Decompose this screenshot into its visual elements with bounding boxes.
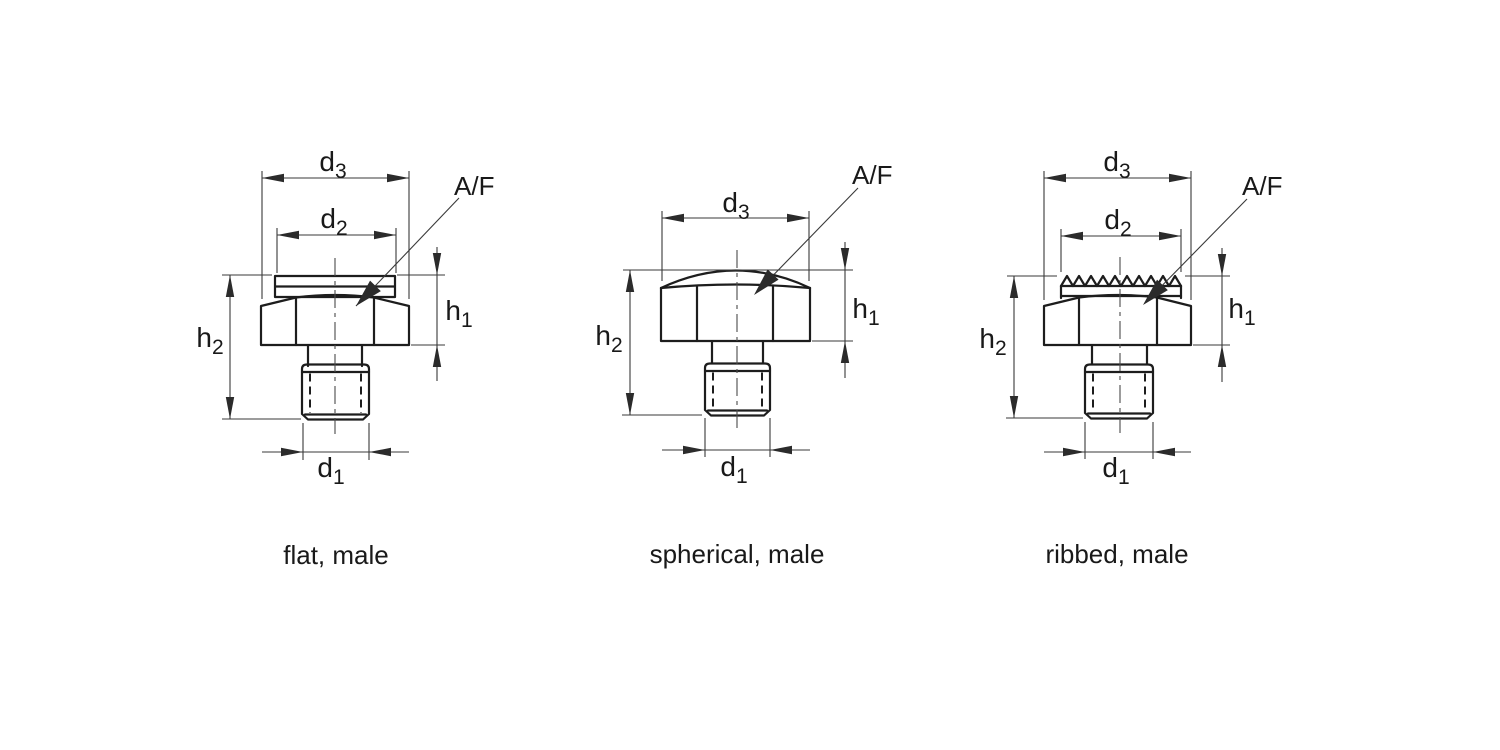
arrowhead — [787, 213, 809, 223]
label-h2: h2 — [196, 322, 223, 359]
arrowhead — [1061, 231, 1083, 241]
label-af: A/F — [454, 171, 494, 201]
label-d3: d3 — [319, 146, 346, 183]
neck — [306, 344, 364, 368]
label-d1: d1 — [720, 451, 747, 488]
label-d1: d1 — [1102, 452, 1129, 489]
hex-facet-lines — [294, 296, 376, 347]
arrowhead — [225, 397, 235, 419]
label-h1: h1 — [445, 295, 472, 332]
label-af: A/F — [1242, 171, 1282, 201]
arrowhead — [432, 253, 442, 275]
dimension-lines-spherical — [622, 187, 859, 457]
arrowhead — [1153, 447, 1175, 457]
figure-spherical-male: d3 A/F h1 h2 d1 spherical, male — [595, 160, 892, 569]
arrowhead — [369, 447, 391, 457]
arrowhead — [625, 270, 635, 292]
arrowhead — [387, 173, 409, 183]
arrowhead — [281, 447, 303, 457]
arrowhead — [1159, 231, 1181, 241]
thread-body — [300, 363, 371, 421]
spherical-knob-outline — [659, 269, 812, 417]
arrowhead — [262, 173, 284, 183]
label-h2: h2 — [979, 323, 1006, 360]
neck — [1090, 344, 1149, 366]
arrowhead — [1217, 254, 1227, 276]
dim-d3-lines — [261, 171, 410, 299]
label-d3: d3 — [1103, 146, 1130, 183]
figure-caption: spherical, male — [650, 539, 825, 569]
arrowhead — [662, 213, 684, 223]
label-d1: d1 — [317, 452, 344, 489]
arrowhead — [1044, 173, 1066, 183]
labels-flat: d3 d2 A/F h1 h2 d1 flat, male — [196, 146, 494, 570]
dim-d3-lines — [1043, 171, 1192, 300]
dim-h2-lines — [222, 274, 301, 420]
dim-d3-lines — [661, 211, 810, 281]
figure-caption: ribbed, male — [1045, 539, 1188, 569]
label-h2: h2 — [595, 320, 622, 357]
dim-h2-lines — [622, 270, 702, 416]
thread-minor-dashed — [309, 373, 362, 413]
label-h1: h1 — [852, 293, 879, 330]
arrowhead — [625, 393, 635, 415]
dimension-lines-ribbed — [1006, 171, 1248, 459]
label-d2: d2 — [320, 203, 347, 240]
arrowhead — [770, 445, 792, 455]
label-d2: d2 — [1104, 204, 1131, 241]
hex-facet-lines — [1077, 296, 1159, 347]
label-d3: d3 — [722, 187, 749, 224]
figure-ribbed-male: d3 d2 A/F h1 h2 d1 ribbed, male — [979, 146, 1282, 569]
dim-h2-lines — [1006, 276, 1083, 419]
arrowhead — [225, 275, 235, 297]
thread-minor-dashed — [1092, 373, 1146, 412]
neck — [710, 340, 765, 365]
cap-disc — [273, 274, 397, 299]
label-h1: h1 — [1228, 293, 1255, 330]
arrowhead — [277, 230, 299, 240]
arrowhead — [1169, 173, 1191, 183]
arrowhead — [840, 248, 850, 270]
arrowhead — [1009, 276, 1019, 298]
figure-caption: flat, male — [283, 540, 389, 570]
arrowhead — [683, 445, 705, 455]
dome-top — [659, 269, 812, 290]
arrowhead — [1217, 345, 1227, 367]
arrowhead — [374, 230, 396, 240]
labels-spherical: d3 A/F h1 h2 d1 spherical, male — [595, 160, 892, 569]
figure-flat-male: d3 d2 A/F h1 h2 d1 flat, male — [196, 146, 494, 570]
thread-body — [703, 362, 772, 417]
arrowhead — [840, 341, 850, 363]
arrowhead — [432, 345, 442, 367]
ribbed-knob-outline — [1042, 274, 1193, 420]
labels-ribbed: d3 d2 A/F h1 h2 d1 ribbed, male — [979, 146, 1282, 569]
hex-facet-lines — [695, 284, 775, 343]
thread-minor-dashed — [712, 372, 763, 409]
thread-body — [1083, 363, 1155, 420]
arrowhead — [1009, 396, 1019, 418]
hex-body — [1042, 293, 1193, 347]
hex-top-edge — [659, 283, 812, 290]
arrowhead — [1063, 447, 1085, 457]
flat-knob-outline — [259, 274, 411, 421]
dimension-lines-flat — [222, 171, 460, 460]
label-af: A/F — [852, 160, 892, 190]
hex-body — [659, 286, 812, 343]
